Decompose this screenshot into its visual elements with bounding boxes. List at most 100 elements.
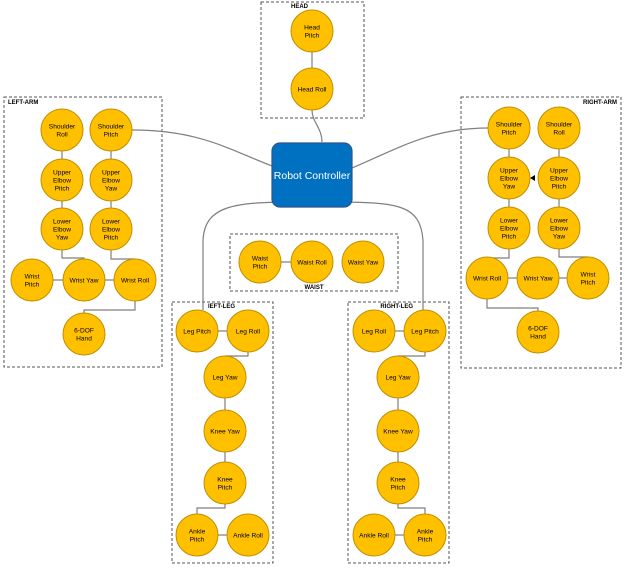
joint-circle — [89, 158, 133, 202]
controller-label: Robot Controller — [274, 170, 351, 182]
joint-label: Leg Yaw — [212, 374, 237, 381]
joint-circle — [487, 206, 531, 250]
joint-circle — [40, 108, 84, 152]
group-label: HEAD — [291, 4, 309, 10]
joint-circle — [403, 513, 447, 557]
group-label: WAIST — [305, 285, 324, 291]
connector-line — [397, 504, 426, 514]
joint-label: Leg Roll — [236, 328, 261, 335]
group-box — [347, 301, 450, 564]
joint-circle — [40, 158, 84, 202]
robot-controller-node: Robot Controller — [271, 142, 353, 208]
joint-circle — [226, 513, 270, 557]
joint-ll-leg-pitch: Leg Pitch — [175, 309, 219, 353]
joint-waist-yaw: Waist Yaw — [341, 240, 385, 284]
group-box — [260, 1, 365, 119]
joint-circle — [376, 355, 420, 399]
joint-circle — [203, 409, 247, 453]
connector-line — [196, 504, 226, 514]
joint-circle — [113, 258, 157, 302]
joint-circle — [376, 461, 420, 505]
connector-line — [486, 299, 539, 311]
group-box — [3, 96, 163, 368]
joint-label: Leg Pitch — [411, 328, 439, 335]
group-left-arm: LEFT-ARM — [3, 96, 163, 368]
group-head: HEAD — [260, 1, 365, 119]
connector-line — [487, 249, 510, 259]
group-label: lEFT-LEG — [208, 304, 235, 310]
joint-circle — [341, 240, 385, 284]
joint-ll-leg-roll: Leg Roll — [226, 309, 270, 353]
joint-ll-ankle-roll: Ankle Roll — [226, 513, 270, 557]
connector-line — [131, 129, 273, 167]
joint-la-wrist-yaw: Wrist Yaw — [62, 258, 106, 302]
joint-label: Wrist Yaw — [524, 275, 553, 282]
joint-label: Wrist Roll — [473, 275, 502, 282]
joint-circle — [465, 256, 509, 300]
joint-head-roll: Head Roll — [290, 67, 334, 111]
joint-rl-leg-roll: Leg Roll — [352, 309, 396, 353]
arrow-head — [530, 175, 535, 181]
joint-circle — [89, 108, 133, 152]
joint-label: Waist Yaw — [348, 259, 379, 266]
joint-rl-leg-yaw: Leg Yaw — [376, 355, 420, 399]
connector-line — [311, 109, 323, 143]
joint-circle — [290, 9, 334, 53]
group-label: RIGHT-ARM — [583, 100, 617, 106]
joint-circle — [290, 67, 334, 111]
joint-label: Leg Yaw — [385, 374, 410, 381]
joint-waist-roll: Waist Roll — [290, 240, 334, 284]
group-box — [229, 233, 399, 292]
joint-circle — [62, 258, 106, 302]
joint-label: Knee Yaw — [210, 428, 240, 435]
joint-label: Wrist Yaw — [70, 277, 99, 284]
group-right-arm: RIGHT-ARM — [460, 96, 622, 369]
joint-label: Ankle Roll — [233, 532, 263, 539]
joint-label: Leg Pitch — [183, 328, 211, 335]
group-left-leg: lEFT-LEG — [171, 301, 274, 564]
joint-circle — [537, 156, 581, 200]
group-box — [171, 301, 274, 564]
joint-circle — [40, 207, 84, 251]
joint-circle — [203, 461, 247, 505]
joint-circle — [537, 206, 581, 250]
joint-circle — [290, 240, 334, 284]
joint-circle — [352, 513, 396, 557]
joint-label: Ankle Roll — [359, 532, 389, 539]
joint-circle — [175, 513, 219, 557]
joint-label: Wrist Roll — [121, 277, 150, 284]
